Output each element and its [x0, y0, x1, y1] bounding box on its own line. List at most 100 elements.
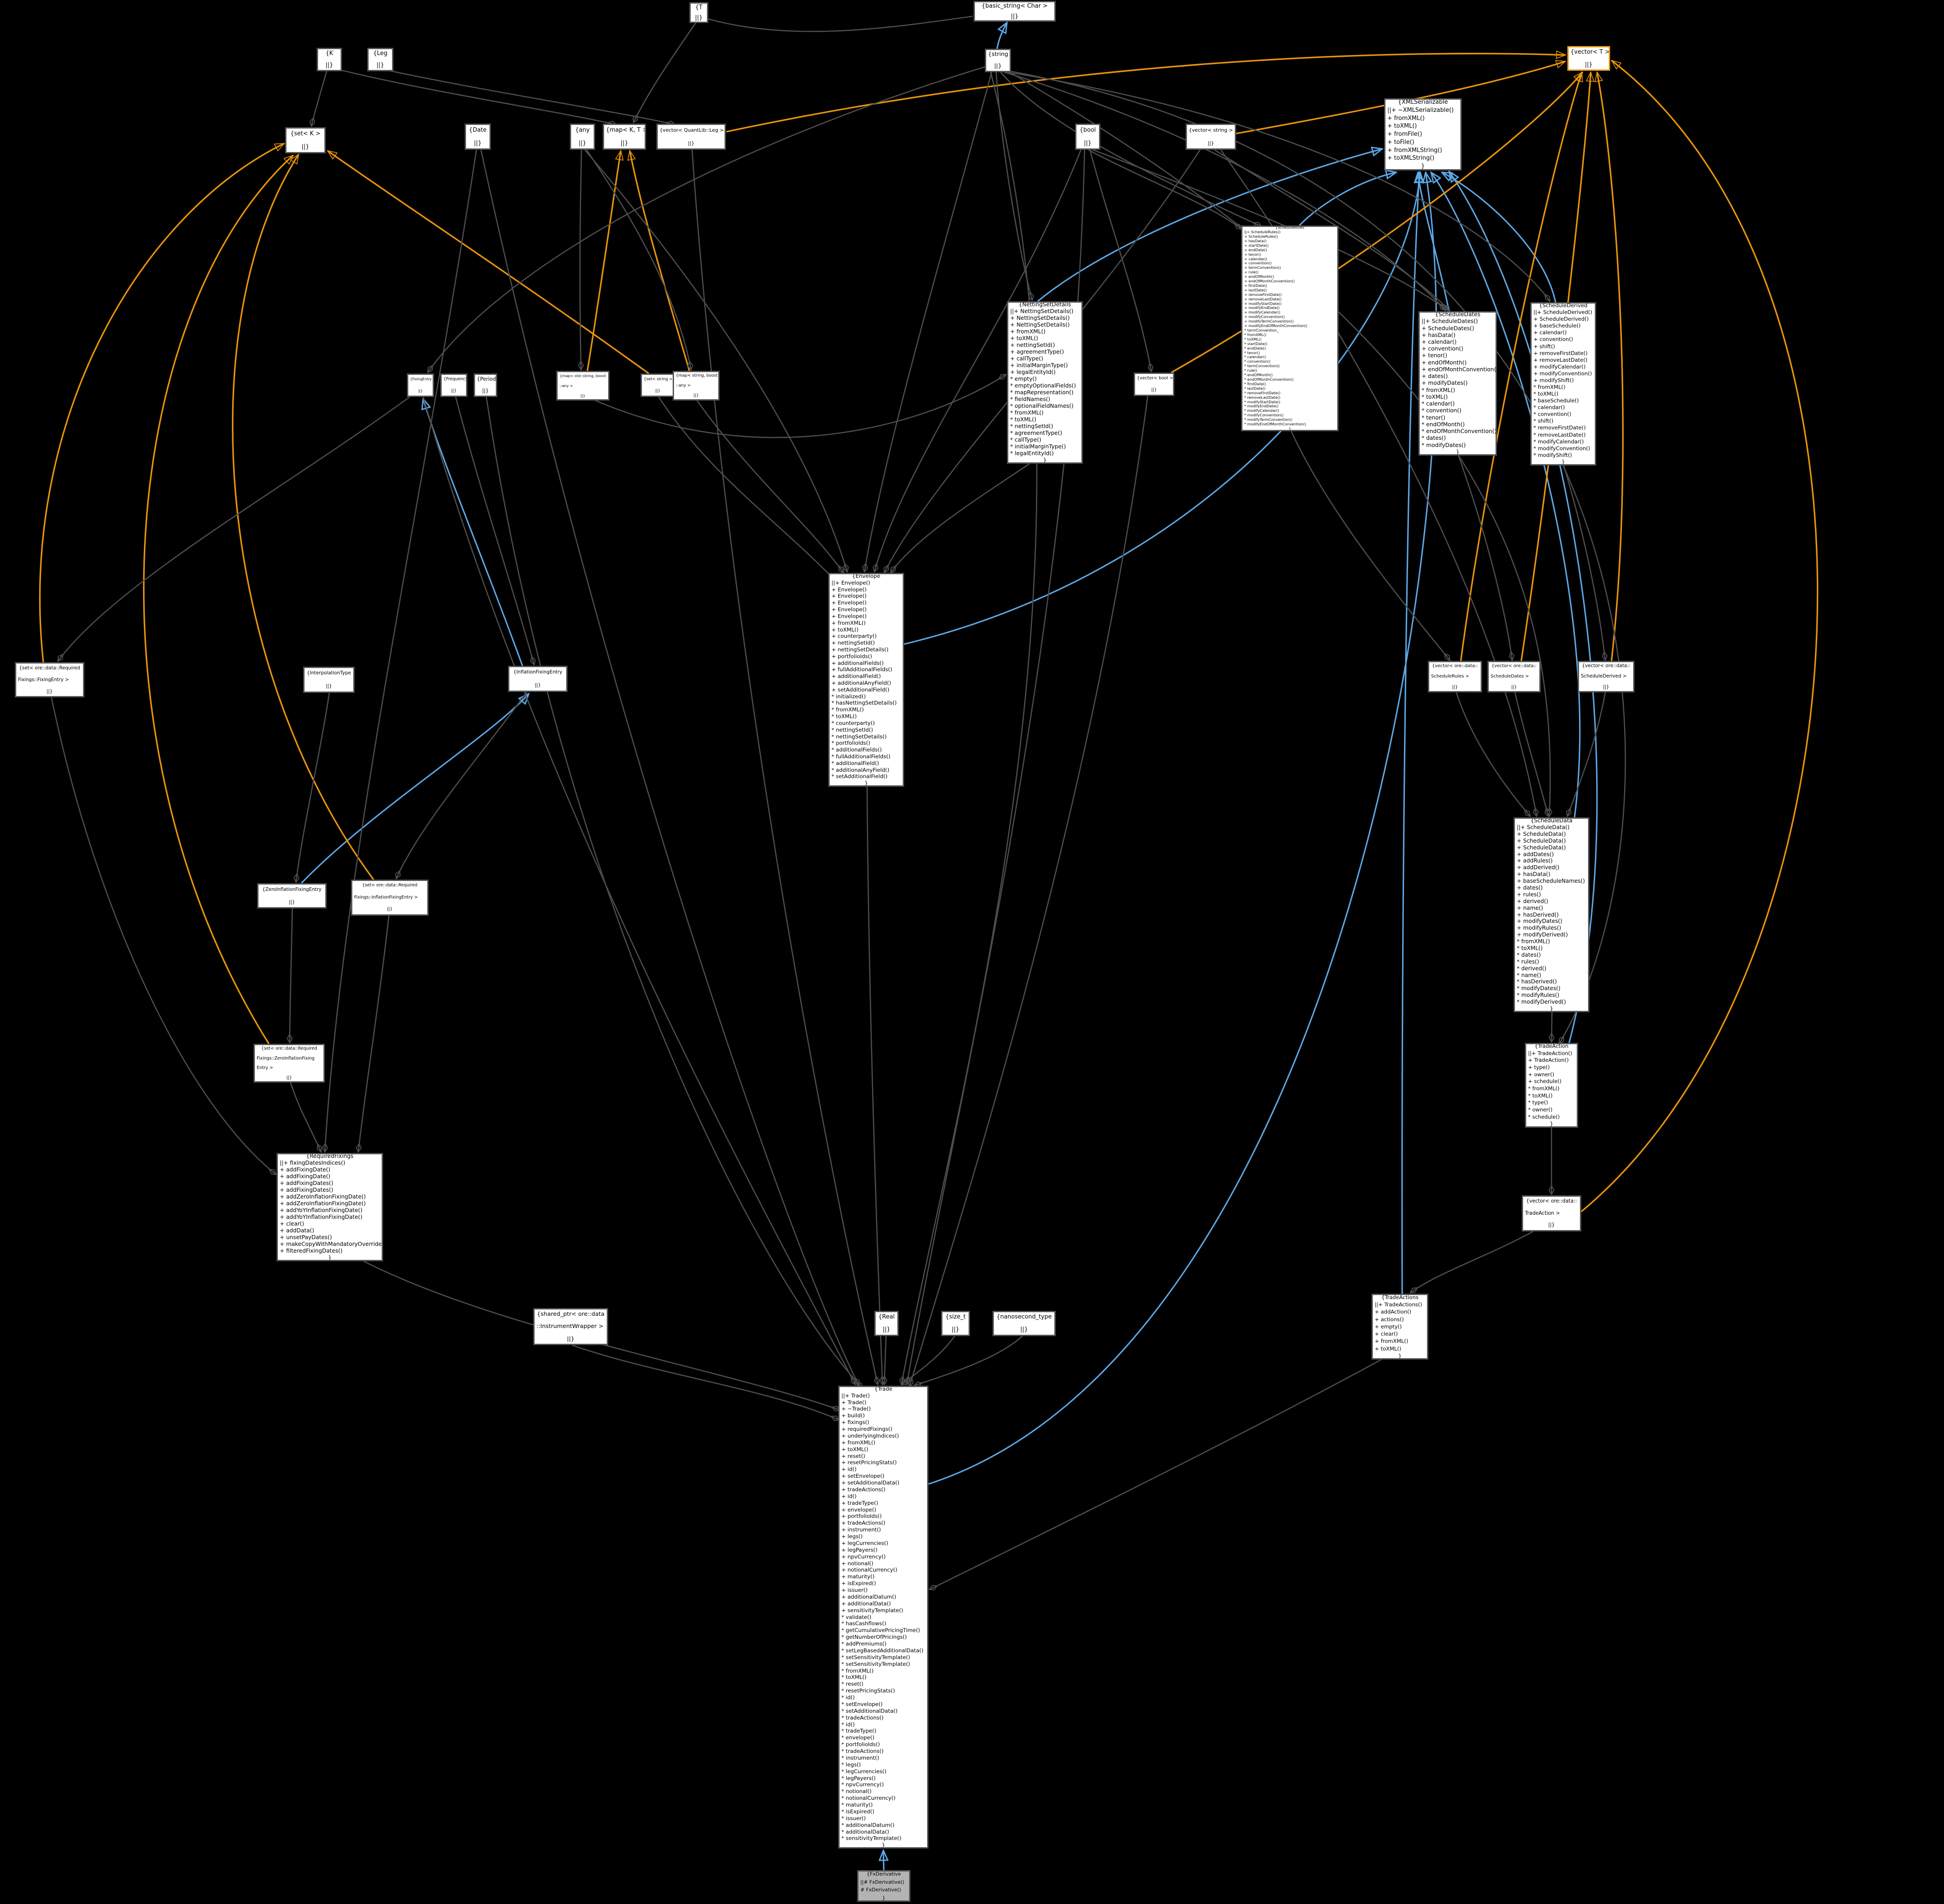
class-member: * endOfMonthConvention()	[1422, 428, 1497, 435]
class-node-vector-quantlib-leg[interactable]: {vector< QuantLib::Leg >||}	[656, 124, 726, 150]
edge-set-ore-inflationfixingentry-to-set-k	[232, 154, 374, 881]
class-member: }	[882, 1842, 885, 1849]
class-member: * modifyDates()	[1422, 442, 1466, 448]
class-node-set-string[interactable]: {set< string >||}	[641, 373, 675, 397]
edge-set-ore-inflationfixingentry-to-required-fixings	[358, 915, 390, 1152]
class-member: * convention()	[1533, 411, 1571, 418]
class-member: * endOfMonthConvention()	[1244, 377, 1294, 382]
class-member: * termConvention()	[1244, 364, 1280, 369]
class-node-required-fixings[interactable]: {RequiredFixings||+ fixingDatesIndices()…	[277, 1153, 383, 1261]
class-member: ||}	[289, 899, 295, 905]
class-member: + NettingSetDetails()	[1010, 322, 1070, 328]
class-member: * validate()	[841, 1614, 872, 1620]
class-member: ||# FxDerivative()	[860, 1879, 905, 1885]
class-member: * endOfMonth()	[1422, 421, 1465, 428]
edge-set-string-to-envelope	[658, 396, 835, 580]
class-node-string[interactable]: {string||}	[985, 49, 1011, 72]
class-member: ||}	[567, 1335, 575, 1342]
class-member: ||}	[1452, 684, 1458, 690]
class-member: * modifyRules()	[1517, 992, 1560, 999]
class-node-vector-bool[interactable]: {vector< bool >||}	[1134, 373, 1174, 396]
class-member: + tenor()	[1422, 352, 1447, 359]
class-member: + ScheduleData()	[1517, 837, 1566, 844]
edge-any-to-envelope	[584, 149, 847, 572]
edge-vector-ore-schedulerules-to-vector-t	[1460, 72, 1582, 661]
class-node-trade[interactable]: {Trade||+ Trade()+ Trade()+ ~Trade()+ bu…	[838, 1386, 928, 1849]
class-member: + initialMarginType()	[1010, 362, 1068, 369]
class-node-leg[interactable]: {Leg||}	[367, 48, 393, 71]
class-node-map-string-boost-any[interactable]: {map< string, boost::any >||}	[673, 371, 720, 401]
class-node-fixing-entry[interactable]: {FixingEntry||}	[407, 373, 434, 397]
class-member: + removeLastDate()	[1533, 356, 1588, 363]
class-member: + calendar()	[1533, 329, 1567, 336]
class-node-t[interactable]: {T||}	[689, 2, 708, 23]
class-member: ||}	[482, 388, 489, 394]
edge-vector-ore-tradeaction-to-trade-actions	[1410, 1231, 1533, 1293]
class-node-period[interactable]: {Period||}	[474, 373, 497, 397]
edge-shared-ptr-instrumentwrapper-to-trade	[572, 1344, 839, 1420]
class-title: {RequiredFixings	[306, 1153, 354, 1159]
class-member: + type()	[1528, 1064, 1550, 1070]
class-node-vector-t[interactable]: {vector< T >||}	[1567, 46, 1610, 71]
class-member: * modifyConvention()	[1244, 413, 1284, 418]
class-member: * legs()	[841, 1761, 861, 1768]
class-title: {any	[575, 127, 590, 134]
class-node-fx-derivative[interactable]: {FxDerivative||# FxDerivative()# FxDeriv…	[857, 1870, 910, 1902]
class-member: * setSensitivityTemplate()	[841, 1660, 910, 1667]
class-member: * getCumulativePricingTime()	[841, 1627, 920, 1634]
class-node-vector-string[interactable]: {vector< string >||}	[1186, 124, 1236, 150]
class-node-any[interactable]: {any||}	[570, 124, 595, 150]
edge-t-to-basic-string-char	[708, 15, 973, 32]
class-member: ScheduleRules >	[1431, 674, 1469, 679]
class-node-envelope[interactable]: {Envelope||+ Envelope()+ Envelope()+ Env…	[828, 573, 904, 787]
class-node-vector-ore-scheduledates[interactable]: {vector< ore::data::ScheduleDates >||}	[1487, 661, 1541, 692]
class-node-bool[interactable]: {bool||}	[1075, 124, 1100, 150]
class-node-real[interactable]: {Real||}	[874, 1311, 899, 1336]
class-node-nanosecond-type[interactable]: {nanosecond_type||}	[993, 1311, 1056, 1336]
class-node-frequency[interactable]: {Frequency||}	[440, 373, 467, 397]
class-node-netting-set-details[interactable]: {NettingSetDetails||+ NettingSetDetails(…	[1007, 301, 1083, 464]
class-node-set-k[interactable]: {set< K >||}	[285, 127, 326, 153]
class-node-inflation-fixing-entry[interactable]: {InflationFixingEntry||}	[508, 666, 568, 692]
class-member: + legs()	[841, 1533, 863, 1540]
class-node-interpolation-type[interactable]: {InterpolationType||}	[303, 667, 355, 693]
class-node-trade-actions[interactable]: {TradeActions||+ TradeActions()+ addActi…	[1371, 1294, 1428, 1360]
class-member: + convention()	[1244, 261, 1272, 266]
class-node-vector-ore-tradeaction[interactable]: {vector< ore::data::TradeAction >||}	[1522, 1195, 1581, 1231]
class-member: + counterparty()	[831, 633, 877, 640]
class-member: + NettingSetDetails()	[1010, 315, 1070, 321]
class-member: ||}	[1603, 684, 1609, 690]
class-member: + id()	[841, 1493, 857, 1499]
class-node-date[interactable]: {Date||}	[465, 124, 491, 150]
class-member: + modifyTermConvention()	[1244, 319, 1294, 324]
class-node-vector-ore-schedulederived[interactable]: {vector< ore::data::ScheduleDerived >||}	[1578, 661, 1635, 692]
class-member: ||}	[1548, 1222, 1555, 1228]
class-member: + baseSchedule()	[1533, 323, 1581, 329]
class-member: + owner()	[1528, 1071, 1555, 1078]
class-node-schedule-data[interactable]: {ScheduleData||+ ScheduleData()+ Schedul…	[1514, 817, 1589, 1012]
class-member: * modifyTermConvention()	[1244, 417, 1293, 422]
class-member: ||+ ScheduleDates()	[1422, 318, 1478, 325]
class-member: * fieldNames()	[1010, 396, 1050, 402]
class-node-zero-inflation-fixing-entry[interactable]: {ZeroInflationFixingEntry||}	[257, 883, 327, 908]
class-node-xml-serializable[interactable]: {XMLSerializable||+ ~XMLSerializable()+ …	[1384, 98, 1462, 171]
class-member: * counterparty()	[831, 719, 875, 726]
class-node-shared-ptr-instrumentwrapper[interactable]: {shared_ptr< ore::data::InstrumentWrappe…	[533, 1308, 608, 1345]
class-node-vector-ore-schedulerules[interactable]: {vector< ore::data::ScheduleRules >||}	[1428, 661, 1482, 692]
class-node-schedule-derived[interactable]: {ScheduleDerived||+ ScheduleDerived()+ S…	[1530, 302, 1596, 466]
class-node-schedule-dates[interactable]: {ScheduleDates||+ ScheduleDates()+ Sched…	[1418, 311, 1497, 456]
class-node-basic-string-char[interactable]: {basic_string< Char >||}	[974, 1, 1056, 22]
class-node-map-k-t[interactable]: {map< K, T >||}	[603, 124, 646, 150]
class-member: + setAdditionalData()	[841, 1480, 900, 1486]
class-node-trade-action[interactable]: {TradeAction||+ TradeAction()+ TradeActi…	[1525, 1043, 1578, 1128]
class-node-map-stdstring-boost-any[interactable]: {map< std::string, boost::any >||}	[556, 371, 610, 401]
class-member: + legalEntityId()	[1010, 369, 1056, 375]
class-node-schedule-rules[interactable]: {ScheduleRules||+ ScheduleRules()+ Sched…	[1241, 226, 1339, 431]
class-member: + id()	[841, 1466, 857, 1473]
class-node-k[interactable]: {K||}	[317, 48, 342, 71]
class-member: * agreementType()	[1010, 430, 1062, 436]
class-node-size-t[interactable]: {size_t||}	[941, 1311, 970, 1336]
